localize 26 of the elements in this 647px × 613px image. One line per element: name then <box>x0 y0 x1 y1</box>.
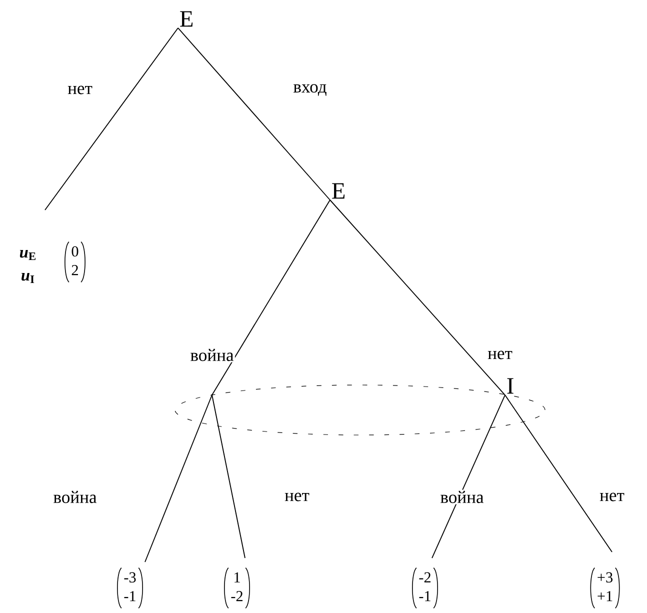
branch-line <box>178 28 330 200</box>
edge-label: вход <box>292 83 328 97</box>
edge-label: нет <box>486 350 514 360</box>
edge-label: нет <box>66 84 94 96</box>
branch-line <box>144 394 212 562</box>
payoff-vector: -2 -1 <box>412 567 438 609</box>
utility-label: u$_{I}$ <box>22 272 34 284</box>
edge-label: война <box>189 348 235 362</box>
player-label: E <box>180 11 193 27</box>
branch-line <box>44 28 178 210</box>
edge-label: нет <box>283 492 311 502</box>
payoff-vector: +3 +1 <box>590 567 620 609</box>
payoff-vector: 1 -2 <box>224 567 250 609</box>
branch-line <box>432 394 506 558</box>
payoff-vector: -3 -1 <box>117 567 143 609</box>
edge-label: война <box>439 490 485 504</box>
utility-label: u$_{E}$ <box>20 250 36 260</box>
edge-label: нет <box>598 492 626 502</box>
payoff-vector: 0 2 <box>64 241 86 283</box>
branch-line <box>504 394 612 552</box>
branch-line <box>330 200 506 396</box>
branch-line <box>212 200 330 396</box>
branch-line <box>212 394 246 558</box>
player-label: E <box>332 183 345 199</box>
player-label: I <box>507 378 514 394</box>
edge-label: война <box>52 490 98 504</box>
